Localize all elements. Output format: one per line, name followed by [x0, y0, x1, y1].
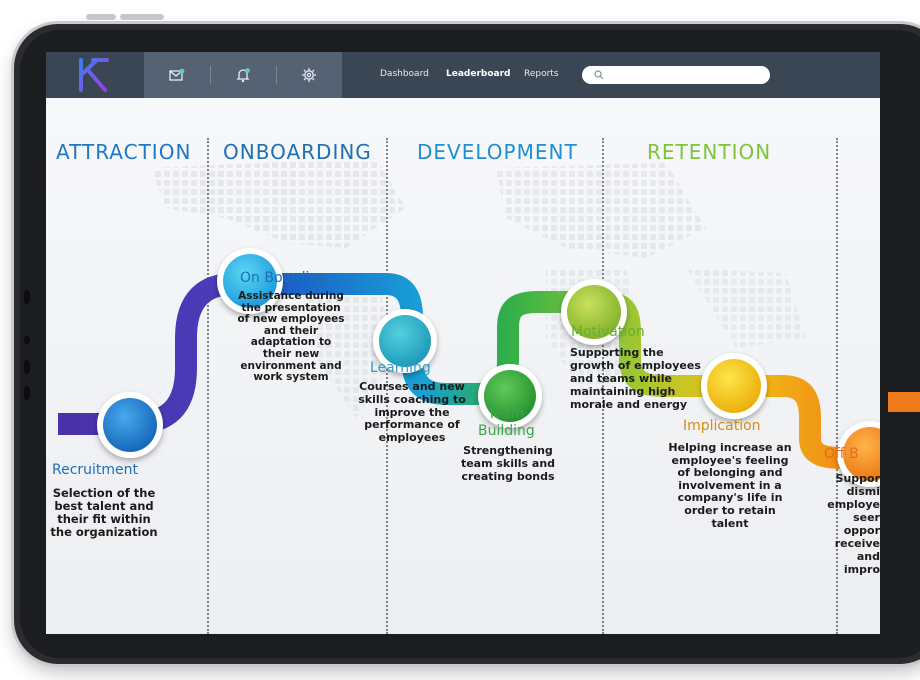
desc-line: their fit within	[57, 512, 151, 526]
step-desc-recruitment: Selection of the best talent and their f…	[50, 487, 158, 539]
step-desc-motivation: Supporting the growth of employees and t…	[570, 346, 706, 411]
step-title-team-building-line: Team	[487, 406, 525, 422]
desc-line: oppor	[843, 524, 880, 537]
desc-line: of new employees	[237, 313, 345, 326]
desc-line: Helping increase an	[668, 441, 792, 454]
desc-line: Assistance during	[238, 290, 344, 302]
tablet-side-button-3	[24, 386, 30, 400]
step-title-team-building: Team Building	[478, 406, 535, 440]
desc-line: Selection of the	[52, 486, 156, 500]
desc-line: creating bonds	[461, 470, 555, 483]
tablet-side-button	[24, 290, 30, 304]
step-desc-implication: Helping increase an employee's feeling o…	[658, 441, 802, 530]
step-title-learning: Learning	[370, 360, 431, 376]
desc-line: team skills and	[460, 457, 556, 470]
desc-line: employees	[378, 431, 446, 445]
gear-icon[interactable]	[276, 52, 342, 98]
desc-line: order to retain	[684, 503, 776, 517]
desc-line: involvement in a	[678, 478, 782, 492]
desc-line: dismi	[846, 485, 880, 498]
stage-retention: RETENTION	[647, 140, 772, 164]
nav-dashboard[interactable]: Dashboard	[380, 69, 429, 79]
desc-line: best talent and	[54, 499, 154, 513]
stage-divider	[602, 138, 604, 634]
stage-onboarding: ONBOARDING	[223, 140, 372, 164]
stage-divider	[836, 138, 838, 634]
desc-line: and	[856, 550, 880, 563]
nav-leaderboard[interactable]: Leaderboard	[446, 69, 511, 79]
desc-line: performance of	[364, 418, 460, 432]
step-title-recruitment: Recruitment	[52, 462, 139, 478]
toolbar-separator	[210, 66, 211, 84]
desc-line: employe	[827, 498, 880, 511]
desc-line: and their	[263, 324, 319, 337]
desc-line: improve the	[374, 405, 450, 419]
desc-line: receive	[834, 537, 880, 550]
offboarding-path-edge	[888, 392, 920, 412]
nav-reports[interactable]: Reports	[524, 69, 559, 79]
desc-line: of belonging and	[677, 466, 783, 480]
top-navigation-bar: Dashboard Leaderboard Reports	[46, 52, 880, 98]
desc-line: and teams while	[570, 372, 672, 385]
step-title-motivation: Motivation	[571, 324, 645, 340]
stage-attraction: ATTRACTION	[56, 140, 192, 164]
tablet-side-button-2	[24, 360, 30, 374]
desc-line: impro	[843, 563, 880, 576]
desc-line: Courses and new	[359, 380, 465, 393]
step-desc-onboarding: Assistance during the presentation of ne…	[232, 290, 350, 384]
step-desc-team-building: Strengthening team skills and creating b…	[454, 444, 562, 483]
search-input[interactable]	[582, 66, 770, 84]
tablet-top-button-2	[120, 14, 164, 20]
desc-line: their new	[262, 347, 320, 360]
step-title-onboarding: On Boarding	[240, 270, 328, 286]
search-icon	[594, 70, 604, 80]
desc-line: work system	[253, 371, 329, 384]
desc-line: talent	[711, 516, 749, 530]
step-node-recruitment	[97, 392, 163, 458]
desc-line: company's life in	[677, 491, 783, 505]
desc-line: environment and	[240, 359, 342, 372]
desc-line: adaptation to	[250, 336, 332, 349]
journey-path	[58, 248, 880, 487]
desc-line: the organization	[50, 525, 158, 539]
step-desc-offboarding: Suppor dismi employe seer oppor receive …	[812, 472, 880, 576]
desc-line: Suppor	[835, 472, 880, 485]
desc-line: morale and energy	[570, 398, 688, 411]
stage-divider	[207, 138, 209, 634]
desc-line: growth of employees	[570, 359, 701, 372]
mail-icon[interactable]	[144, 52, 210, 98]
step-desc-learning: Courses and new skills coaching to impro…	[352, 380, 472, 445]
desc-line: skills coaching to	[358, 392, 466, 406]
app-screen: Dashboard Leaderboard Reports ATTRACTION…	[46, 52, 880, 634]
bell-icon[interactable]	[210, 52, 276, 98]
desc-line: maintaining high	[570, 385, 676, 398]
desc-line: the presentation	[241, 301, 341, 314]
tablet-top-button	[86, 14, 116, 20]
step-title-offboarding: Off B	[824, 446, 859, 462]
step-title-implication: Implication	[683, 418, 761, 434]
desc-line: employee's feeling	[671, 453, 789, 467]
stage-divider	[386, 138, 388, 634]
employee-journey-infographic: ATTRACTION ONBOARDING DEVELOPMENT RETENT…	[46, 98, 880, 634]
stage-development: DEVELOPMENT	[417, 140, 578, 164]
toolbar-separator	[276, 66, 277, 84]
desc-line: seer	[853, 511, 880, 524]
desc-line: Supporting the	[570, 346, 664, 359]
desc-line: Strengthening	[463, 444, 553, 457]
tablet-camera-dot	[24, 336, 30, 344]
app-logo[interactable]	[46, 52, 144, 98]
k-logo-icon	[79, 58, 109, 92]
step-title-team-building-line: Building	[478, 423, 535, 439]
toolbar-icon-strip	[144, 52, 342, 98]
